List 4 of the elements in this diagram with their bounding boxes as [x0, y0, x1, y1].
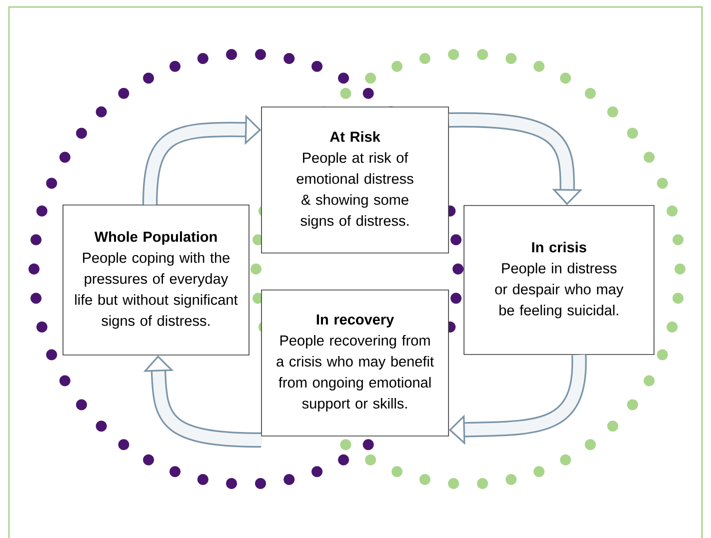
stage-box: In crisis People in distress or despair who may be feeling suicidal. — [464, 205, 654, 355]
stage-box: In recovery People recovering from a crisis who may benefit from ongoing emotional support or skills. — [261, 290, 449, 436]
stage-box: At Risk People at risk of emotional distress & showing some signs of distress. — [261, 106, 449, 254]
stage-box: Whole Population People coping with the pressures of everyday life but without significant signs of distress. — [62, 204, 250, 356]
